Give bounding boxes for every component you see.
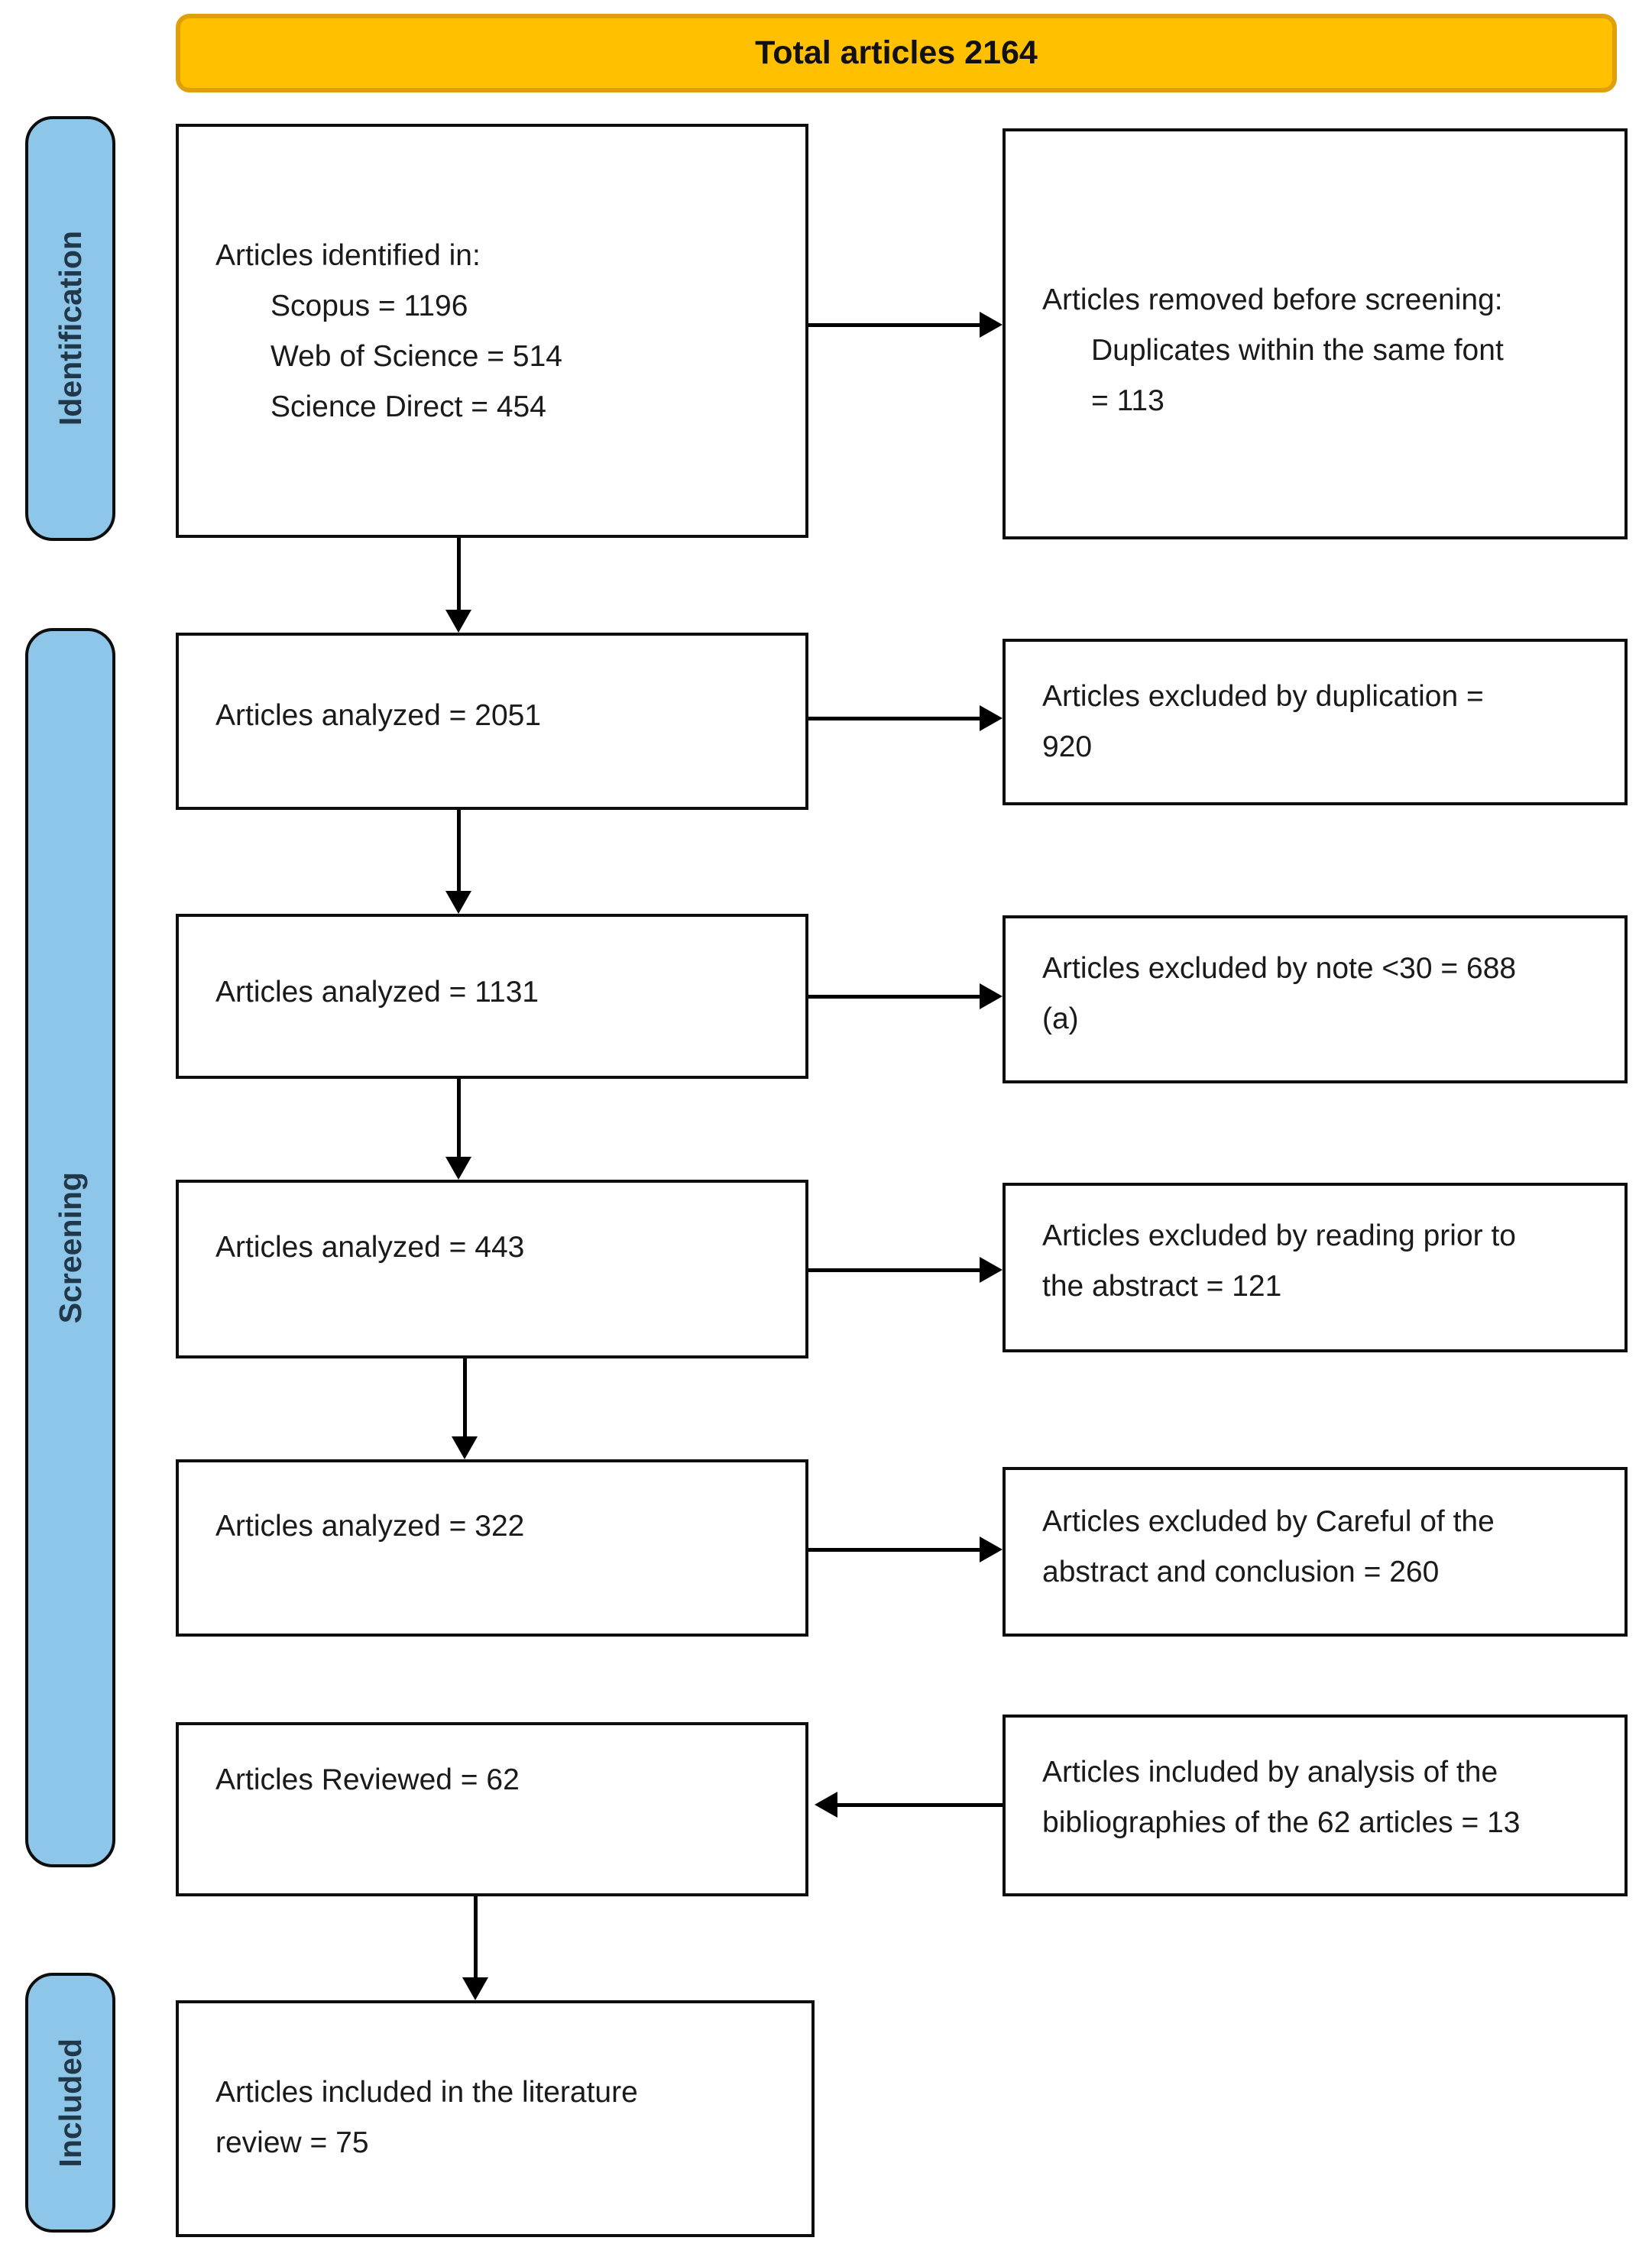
side-box-excluded-duplication: Articles excluded by duplication = 920 (1003, 639, 1628, 805)
arrow-analyzed1131-to-excluded688 (808, 983, 1003, 1010)
text-line: review = 75 (215, 2126, 369, 2159)
box-articles-identified: Articles identified in: Scopus = 1196 We… (176, 124, 808, 538)
text-line: Articles analyzed = 2051 (215, 699, 542, 732)
arrow-reviewed-to-included75 (462, 1896, 489, 2000)
box-articles-reviewed-62: Articles Reviewed = 62 (176, 1722, 808, 1896)
text-line: (a) (1042, 1002, 1079, 1035)
box-articles-analyzed-1131: Articles analyzed = 1131 (176, 914, 808, 1079)
arrow-identified-to-removed (808, 311, 1003, 338)
text-line: 920 (1042, 730, 1093, 763)
stage-identification-text: Identification (52, 231, 88, 426)
text-line: Articles analyzed = 322 (215, 1510, 525, 1543)
stage-label-screening: Screening (25, 628, 115, 1867)
box-articles-analyzed-322: Articles analyzed = 322 (176, 1459, 808, 1637)
arrow-bibliographies-to-reviewed (815, 1791, 1003, 1818)
arrow-analyzed2051-to-excluded920 (808, 704, 1003, 732)
arrow-analyzed443-to-analyzed322 (451, 1358, 478, 1459)
text-line: Science Direct = 454 (270, 390, 546, 423)
box-articles-included-75: Articles included in the literature revi… (176, 2000, 815, 2237)
text-line: Articles excluded by Careful of the (1042, 1505, 1495, 1538)
text-line: Articles Reviewed = 62 (215, 1763, 520, 1796)
stage-label-included: Included (25, 1973, 115, 2233)
arrow-identified-to-analyzed2051 (445, 538, 472, 633)
total-articles-label: Total articles 2164 (755, 34, 1038, 71)
box-articles-identified-text: Articles identified in: Scopus = 1196 We… (179, 127, 805, 432)
arrow-analyzed443-to-excluded121 (808, 1256, 1003, 1284)
arrow-analyzed2051-to-analyzed1131 (445, 810, 472, 914)
side-box-excluded-note-below-30: Articles excluded by note <30 = 688 (a) (1003, 915, 1628, 1083)
text-line: Articles removed before screening: (1042, 283, 1503, 316)
side-box-removed-before-screening: Articles removed before screening: Dupli… (1003, 128, 1628, 539)
box-articles-analyzed-2051: Articles analyzed = 2051 (176, 633, 808, 810)
stage-label-identification: Identification (25, 116, 115, 541)
text-line: = 113 (1091, 384, 1164, 417)
text-line: Scopus = 1196 (270, 290, 468, 322)
text-line: Web of Science = 514 (270, 340, 562, 373)
text-line: Articles identified in: (215, 239, 481, 272)
text-line: Duplicates within the same font (1091, 334, 1504, 367)
text-line: Articles analyzed = 1131 (215, 976, 539, 1009)
arrow-analyzed322-to-excluded260 (808, 1536, 1003, 1563)
text-line: abstract and conclusion = 260 (1042, 1556, 1440, 1588)
stage-included-text: Included (52, 2038, 88, 2168)
total-articles-banner: Total articles 2164 (176, 14, 1617, 92)
text-line: Articles excluded by note <30 = 688 (1042, 952, 1517, 985)
text-line: the abstract = 121 (1042, 1270, 1282, 1303)
arrow-analyzed1131-to-analyzed443 (445, 1079, 472, 1180)
text-line: Articles excluded by reading prior to (1042, 1219, 1516, 1252)
text-line: Articles included in the literature (215, 2076, 638, 2109)
box-articles-analyzed-443: Articles analyzed = 443 (176, 1180, 808, 1358)
text-line: Articles excluded by duplication = (1042, 680, 1484, 713)
text-line: Articles included by analysis of the (1042, 1756, 1498, 1789)
text-line: bibliographies of the 62 articles = 13 (1042, 1806, 1521, 1839)
side-box-included-bibliographies: Articles included by analysis of the bib… (1003, 1715, 1628, 1896)
text-line: Articles analyzed = 443 (215, 1231, 525, 1264)
side-box-excluded-reading-prior: Articles excluded by reading prior to th… (1003, 1183, 1628, 1352)
side-box-excluded-careful-abstract: Articles excluded by Careful of the abst… (1003, 1467, 1628, 1637)
stage-screening-text: Screening (52, 1171, 88, 1324)
